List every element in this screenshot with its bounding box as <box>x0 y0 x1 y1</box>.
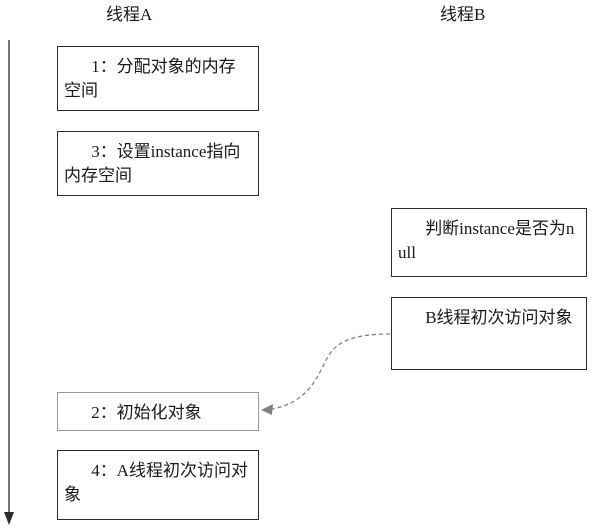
step-1-box: 1：分配对象的内存空间 <box>57 46 259 111</box>
step-4-box: 4：A线程初次访问对象 <box>57 450 259 520</box>
dashed-arrow-head <box>261 404 273 415</box>
thread-a-header: 线程A <box>106 5 153 24</box>
step-3-box: 3：设置instance指向内存空间 <box>57 131 259 196</box>
time-axis-arrowhead <box>4 512 14 525</box>
step-2-box: 2：初始化对象 <box>57 392 259 431</box>
thread-b-header: 线程B <box>440 5 486 24</box>
check-null-box: 判断instance是否为null <box>391 208 587 277</box>
thread-b-access-box: B线程初次访问对象 <box>391 297 587 370</box>
dashed-curve-arrow <box>271 333 391 410</box>
